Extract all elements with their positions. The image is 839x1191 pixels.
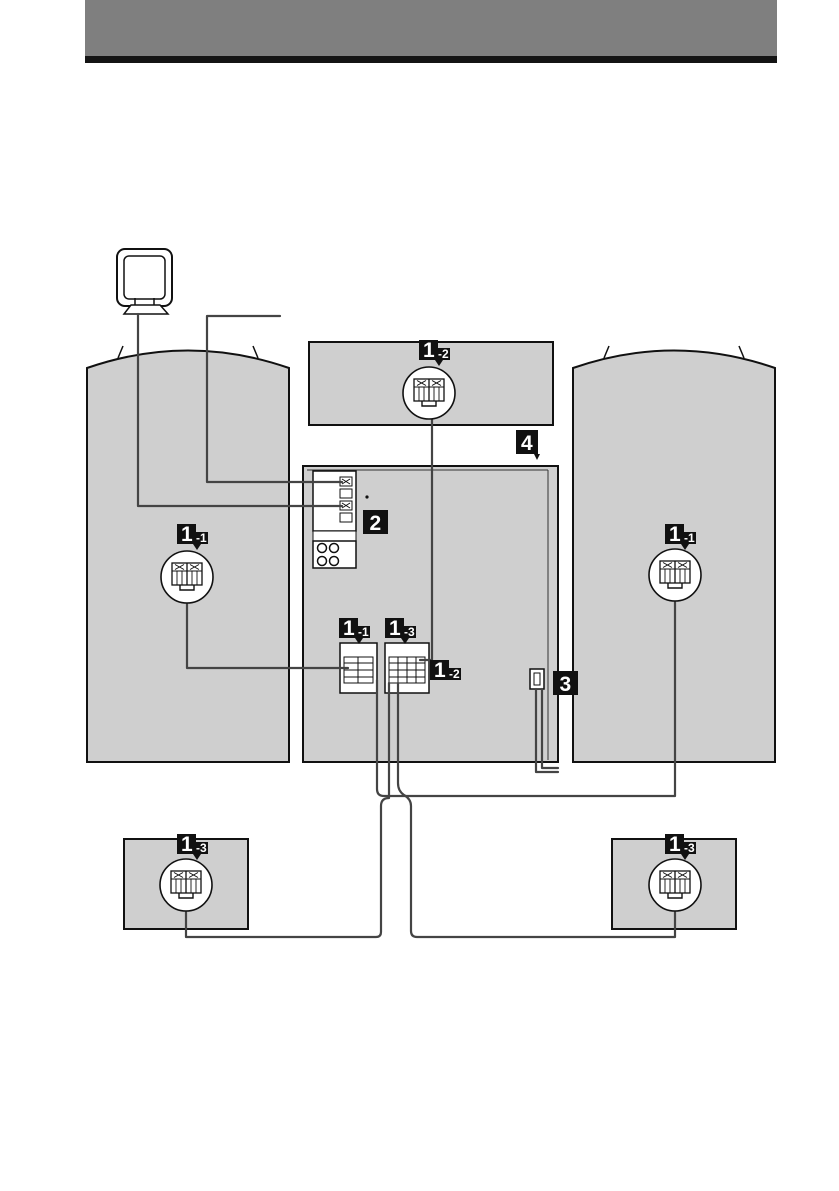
loop-antenna-icon [117, 249, 172, 314]
svg-text:-1: -1 [684, 531, 695, 545]
svg-text:-2: -2 [438, 347, 449, 361]
svg-text:2: 2 [370, 512, 382, 535]
svg-text:1: 1 [389, 617, 401, 640]
unit-speaker-terminal-center-rear [385, 643, 429, 693]
svg-text:1: 1 [669, 523, 681, 546]
label-4: 4 [516, 430, 540, 460]
svg-text:1: 1 [423, 339, 435, 362]
left-front-terminal [161, 551, 213, 603]
svg-text:-1: -1 [358, 625, 369, 639]
label-2: 2 [363, 510, 388, 535]
svg-text:1: 1 [434, 659, 446, 682]
label-3: 3 [553, 671, 578, 696]
svg-text:3: 3 [560, 673, 572, 696]
svg-text:-3: -3 [684, 841, 695, 855]
svg-text:1: 1 [181, 833, 193, 856]
right-front-terminal [649, 549, 701, 601]
audio-jacks [313, 541, 356, 568]
power-inlet [530, 669, 544, 689]
svg-text:1: 1 [669, 833, 681, 856]
svg-text:1: 1 [343, 617, 355, 640]
svg-text:1: 1 [181, 523, 193, 546]
rear-right-terminal [649, 859, 701, 911]
svg-text:-2: -2 [449, 667, 460, 681]
center-terminal [403, 367, 455, 419]
svg-text:4: 4 [521, 432, 533, 455]
svg-text:-3: -3 [404, 625, 415, 639]
svg-text:-1: -1 [196, 531, 207, 545]
rear-left-terminal [160, 859, 212, 911]
svg-text:-3: -3 [196, 841, 207, 855]
